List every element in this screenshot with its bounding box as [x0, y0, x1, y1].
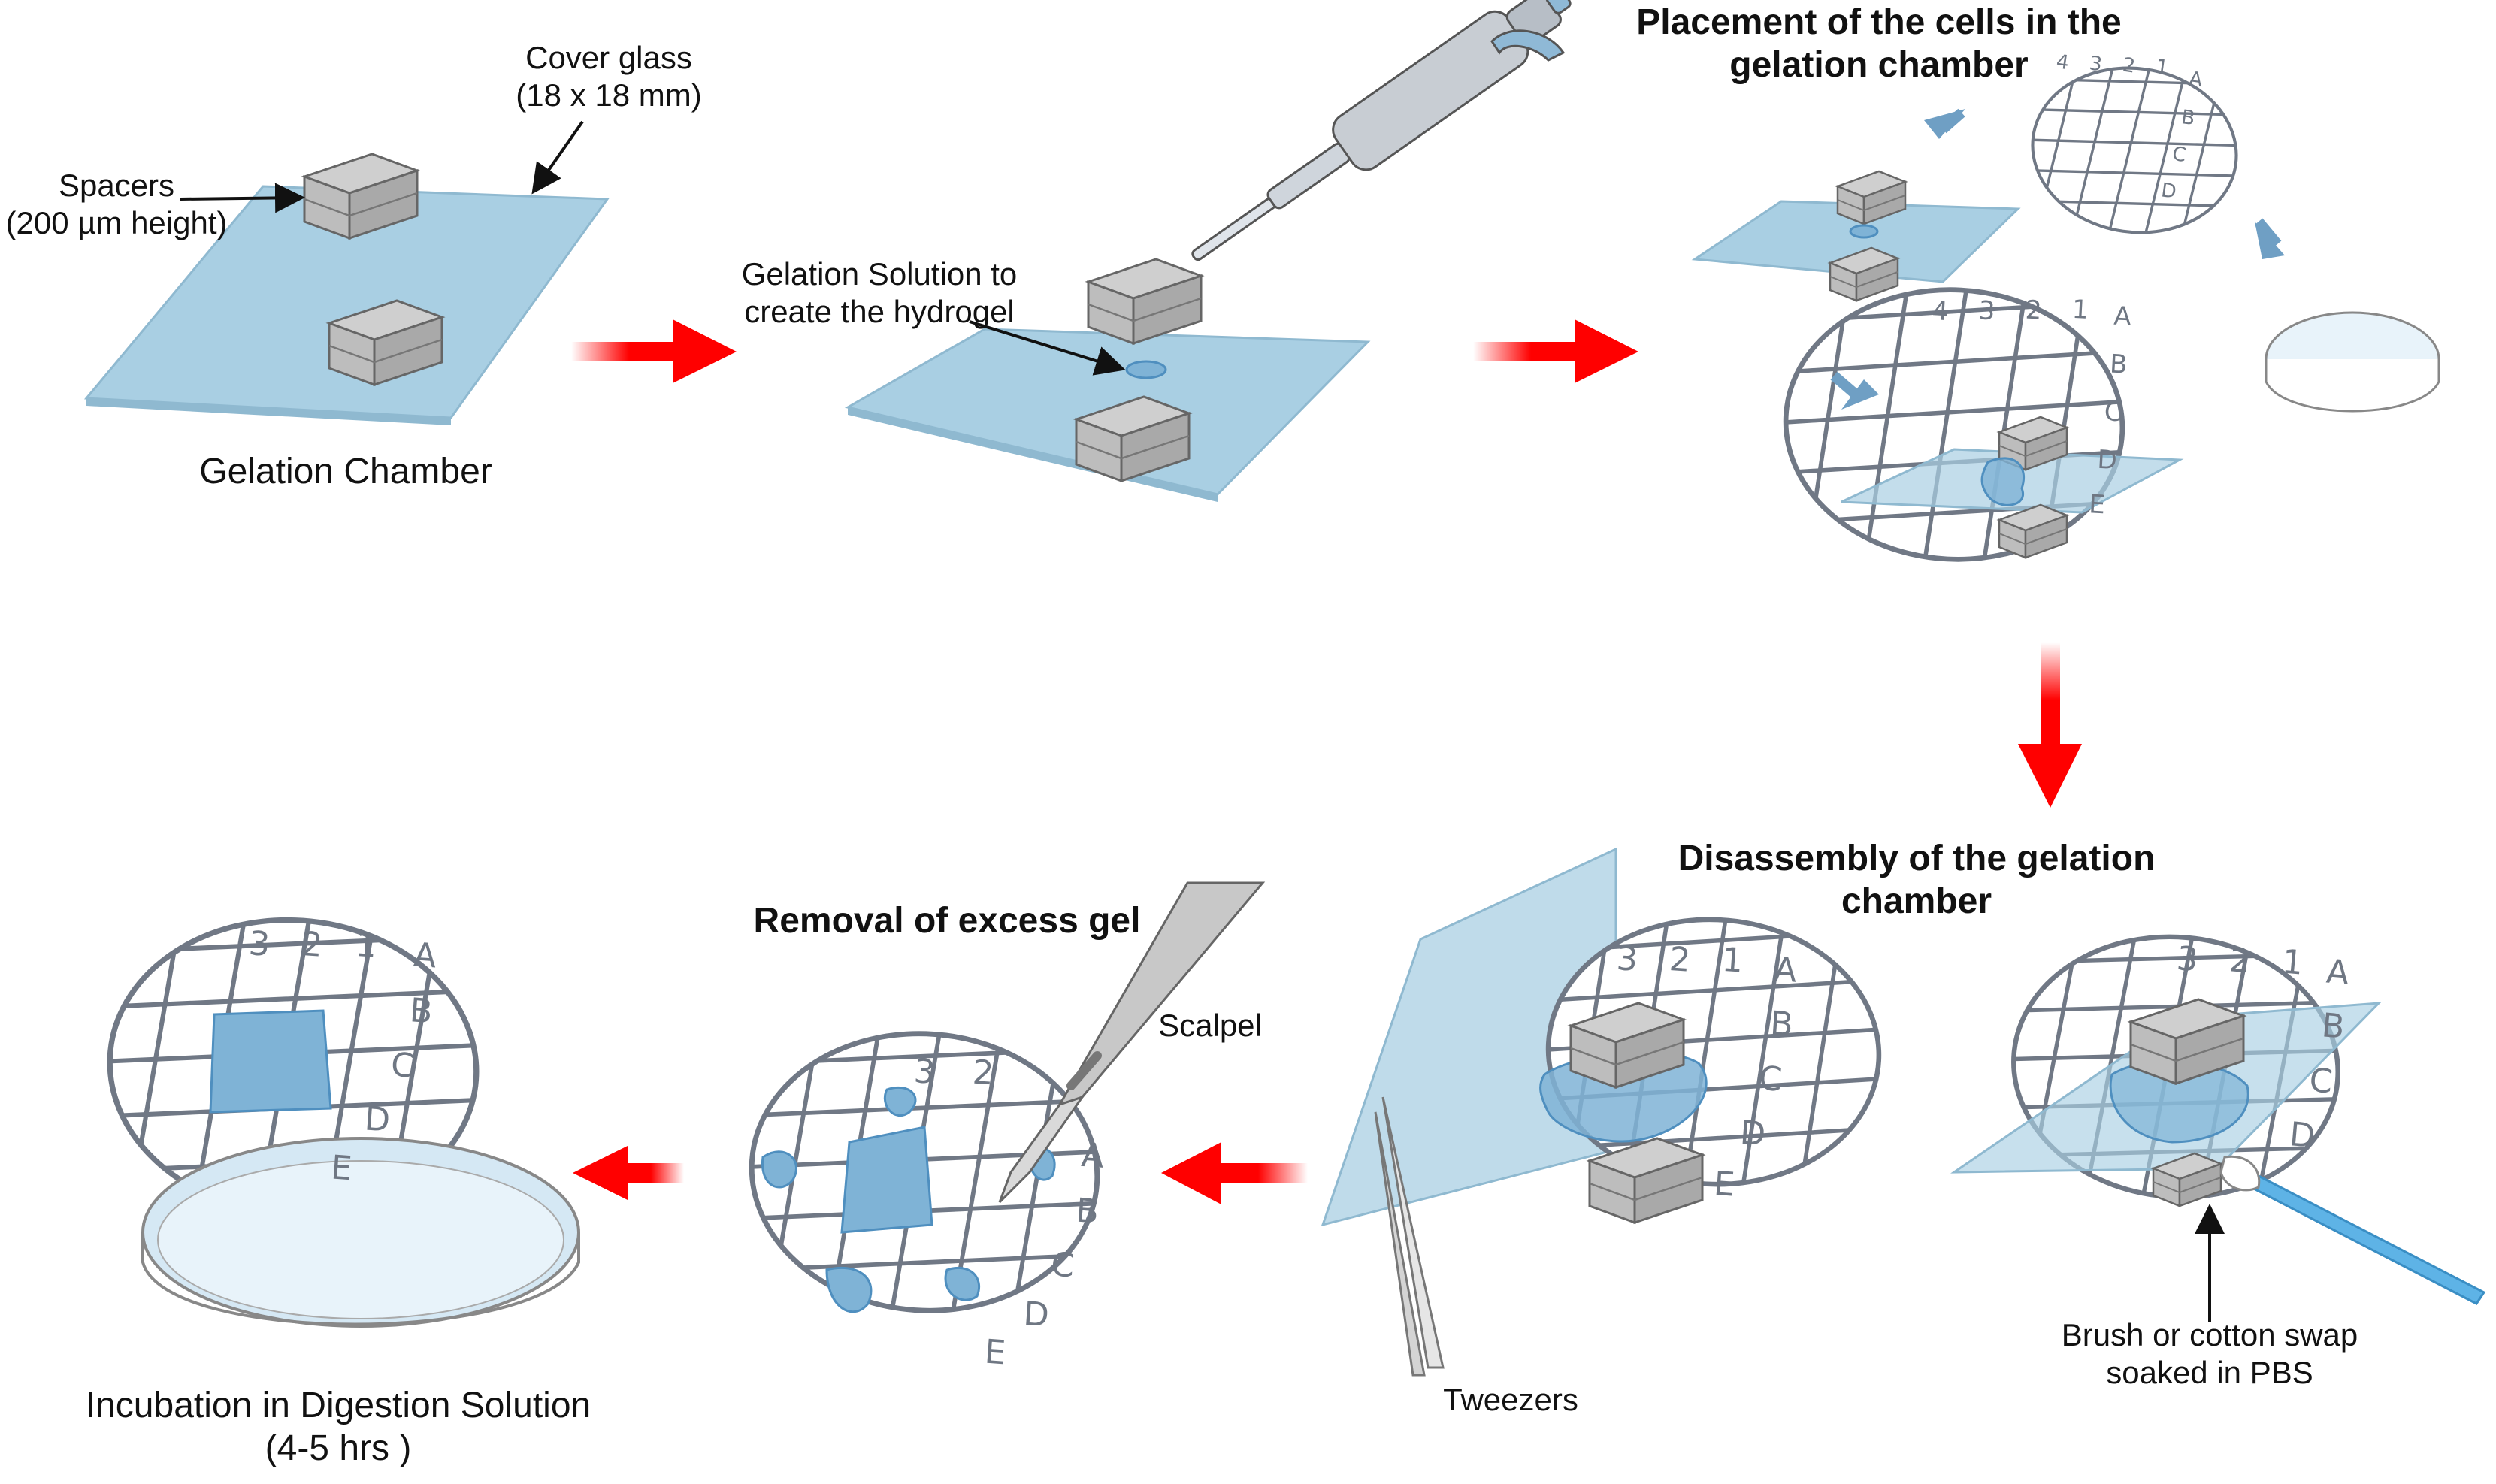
- grid-number: 2: [2025, 295, 2043, 326]
- grid-number: 3: [2088, 52, 2104, 76]
- cover-glass-label: Cover glass (18 x 18 mm): [496, 39, 722, 113]
- incubation-line-1: Incubation in Digestion Solution: [85, 1386, 591, 1425]
- grid-letter: E: [983, 1333, 1006, 1373]
- grid-number: 3: [912, 1052, 936, 1092]
- grid-number: 1: [354, 926, 377, 966]
- grid-letter: E: [1713, 1165, 1736, 1204]
- gelation-chamber-illustration: [83, 120, 610, 425]
- grid-letter: E: [2088, 489, 2106, 520]
- grid-number: 4: [2055, 50, 2071, 74]
- placement-line-2: gelation chamber: [1729, 44, 2029, 85]
- tweezers-label: Tweezers: [1443, 1382, 1578, 1417]
- grid-number: 3: [1615, 939, 1638, 979]
- grid-number: 1: [2154, 56, 2170, 80]
- grid-letter: C: [1050, 1245, 1076, 1285]
- grid-number: 1: [2071, 295, 2089, 325]
- incubation-title: Incubation in Digestion Solution (4-5 hr…: [30, 1385, 646, 1470]
- grid-letter: E: [330, 1148, 353, 1188]
- placement-title: Placement of the cells in the gelation c…: [1616, 2, 2142, 86]
- grid-letter: C: [2104, 397, 2123, 428]
- spacers-label: Spacers (200 µm height): [0, 167, 233, 241]
- gelation-solution-line-1: Gelation Solution to: [741, 256, 1018, 292]
- grid-number: 1: [1720, 941, 1744, 981]
- brush-label: Brush or cotton swap soaked in PBS: [1999, 1316, 2420, 1391]
- grid-letter: D: [1738, 1114, 1766, 1153]
- incubation-illustration: [79, 870, 580, 1328]
- grid-number: 1: [2280, 942, 2304, 982]
- grid-letter: A: [2325, 953, 2350, 993]
- brush-line-1: Brush or cotton swap: [2061, 1317, 2358, 1353]
- grid-number: 2: [300, 925, 323, 965]
- grid-letter: D: [2096, 445, 2117, 476]
- removal-illustration: [723, 881, 1266, 1358]
- grid-letter: D: [2160, 179, 2178, 203]
- grid-letter: D: [363, 1099, 391, 1139]
- grid-letter: A: [413, 935, 438, 975]
- disassembly-line-2: chamber: [1841, 881, 1992, 921]
- grid-letter: D: [1022, 1295, 1050, 1334]
- grid-markings: 4 3 2 1 A B C D 4 3 2 1 A B C D E 3 2 1 …: [247, 50, 2350, 1373]
- grid-letter: C: [2171, 143, 2187, 167]
- grid-letter: A: [1773, 951, 1799, 990]
- grid-letter: B: [1075, 1192, 1100, 1232]
- grid-letter: B: [409, 991, 434, 1031]
- grid-letter: A: [1080, 1136, 1106, 1176]
- grid-letter: D: [2288, 1115, 2316, 1156]
- incubation-line-2: (4-5 hrs ): [265, 1428, 412, 1468]
- grid-letter: B: [1769, 1005, 1795, 1044]
- grid-number: 2: [1668, 940, 1691, 980]
- brush-line-2: soaked in PBS: [2106, 1354, 2313, 1390]
- grid-number: 2: [2228, 941, 2252, 981]
- grid-letter: C: [389, 1046, 415, 1086]
- cover-glass-name: Cover glass: [525, 40, 692, 75]
- grid-number: 3: [2175, 939, 2199, 979]
- grid-letter: A: [2188, 68, 2204, 92]
- cover-glass-size: (18 x 18 mm): [516, 77, 702, 113]
- pipette-illustration: [844, 0, 1572, 502]
- spacers-height: (200 µm height): [5, 204, 228, 240]
- placement-illustration: [1691, 34, 2440, 603]
- removal-title: Removal of excess gel: [753, 901, 1141, 941]
- spacers-name: Spacers: [58, 168, 175, 203]
- disassembly-illustration: [1321, 847, 2486, 1377]
- grid-letter: B: [2180, 106, 2196, 130]
- gelation-solution-line-2: create the hydrogel: [744, 293, 1015, 329]
- scalpel-label: Scalpel: [1158, 1008, 1262, 1043]
- grid-number: 3: [1978, 295, 1996, 326]
- disassembly-line-1: Disassembly of the gelation: [1678, 839, 2156, 878]
- grid-number: 2: [2121, 54, 2137, 78]
- disassembly-title: Disassembly of the gelation chamber: [1653, 838, 2180, 923]
- grid-letter: A: [2113, 301, 2132, 332]
- grid-letter: C: [2308, 1061, 2334, 1101]
- grid-letter: C: [1758, 1059, 1784, 1099]
- gelation-chamber-title: Gelation Chamber: [199, 452, 492, 491]
- grid-number: 3: [247, 924, 271, 964]
- grid-letter: B: [2320, 1006, 2346, 1046]
- grid-number: 2: [971, 1053, 994, 1093]
- placement-line-1: Placement of the cells in the: [1636, 2, 2122, 42]
- gelation-solution-label: Gelation Solution to create the hydrogel: [722, 255, 1037, 330]
- flow-arrows: [571, 319, 2082, 1204]
- grid-letter: B: [2109, 349, 2128, 380]
- grid-number: 4: [1932, 296, 1950, 327]
